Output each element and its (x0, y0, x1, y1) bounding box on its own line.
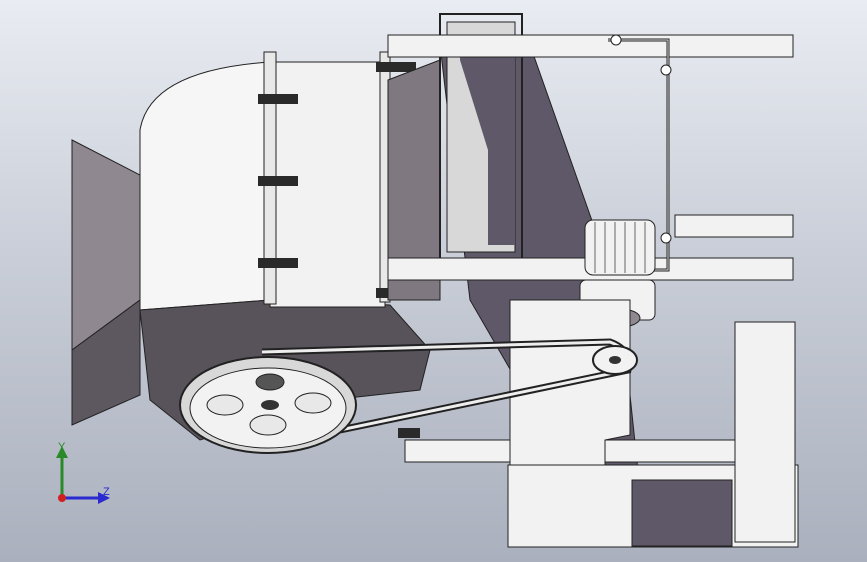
pulley-spoke-holes (206, 373, 332, 436)
motor-housing (584, 219, 656, 276)
base-block (631, 479, 733, 547)
hopper-shadow (460, 35, 515, 245)
coordinate-triad-icon: Y Z (56, 441, 110, 504)
axis-y-label: Y (58, 441, 66, 453)
drum-body (139, 61, 271, 311)
inlet-chute-bottom (71, 299, 141, 426)
axis-z-label: Z (103, 486, 110, 498)
motor-fins (594, 222, 646, 273)
pulley-hub (261, 400, 279, 410)
hopper-side (387, 59, 441, 301)
side-panel (734, 321, 796, 543)
